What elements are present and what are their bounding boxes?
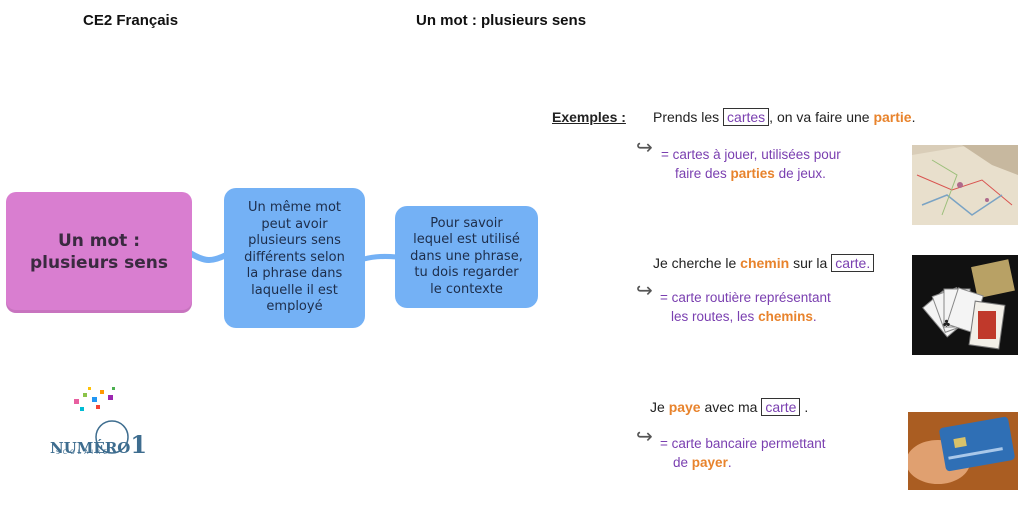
logo-text-scolaire: SCOLAIRE (56, 449, 111, 456)
example1-text: , on va faire une (769, 109, 870, 125)
context-bubble: Pour savoir lequel est utilisé dans une … (395, 206, 538, 308)
def-line: . (812, 309, 817, 324)
logo-confetti-icon (74, 387, 129, 454)
def-line: carte routière représentant (671, 290, 831, 305)
bubble1-line: plusieurs sens (248, 233, 341, 249)
connector-main-bubble1 (188, 250, 228, 263)
bank-card-photo (908, 412, 1018, 490)
def-line: les routes, les (671, 309, 755, 324)
example1-keyword: cartes (723, 108, 770, 126)
page-title: Un mot : plusieurs sens (416, 12, 587, 29)
bubble1-line: laquelle il est (251, 282, 338, 298)
example1-end: . (911, 109, 916, 125)
playing-cards-photo: ♣ (912, 255, 1018, 355)
bubble2-line: le contexte (430, 281, 503, 297)
bubble1-line: différents selon (244, 249, 345, 265)
bubble1-line: peut avoir (261, 216, 328, 232)
def-line: . (727, 455, 732, 470)
example3-definition: = carte bancaire permettant de payer. (660, 434, 825, 472)
examples-label: Exemples : (552, 109, 626, 125)
bubble1-line: Un même mot (247, 200, 342, 216)
example3-end: . (804, 399, 809, 415)
bubble1-line: la phrase dans (246, 266, 343, 282)
map-photo (912, 145, 1018, 225)
example3-sentence: Je paye avec ma carte . (650, 398, 809, 416)
example2-definition: = carte routière représentant les routes… (660, 288, 831, 326)
svg-text:♣: ♣ (942, 319, 951, 330)
example3-highlight: paye (668, 399, 701, 415)
main-node-line1: Un mot : (57, 231, 141, 251)
def-line: de (673, 455, 689, 470)
bubble1-line: employé (266, 299, 323, 315)
curved-return-arrow-icon: ↪ (636, 426, 653, 448)
example1-definition: = cartes à jouer, utilisées pour faire d… (661, 145, 841, 183)
curved-return-arrow-icon: ↪ (636, 137, 653, 159)
example2-text: Je cherche le (653, 255, 737, 271)
def-line: de jeux. (778, 166, 826, 181)
def-prefix: = (661, 147, 673, 162)
def-highlight: chemins (758, 309, 813, 324)
bubble2-line: lequel est utilisé (413, 232, 520, 248)
main-node-line2: plusieurs sens (30, 253, 168, 273)
def-highlight: payer (691, 455, 728, 470)
subject-title: CE2 Français (83, 12, 179, 29)
example1-text: Prends les (653, 109, 720, 125)
bubble2-line: dans une phrase, (410, 248, 523, 264)
example3-text: Je (650, 399, 665, 415)
example2-sentence: Je cherche le chemin sur la carte. (653, 254, 875, 272)
def-prefix: = (660, 290, 672, 305)
definition-bubble: Un même mot peut avoir plusieurs sens di… (224, 188, 365, 328)
def-line: faire des (675, 166, 727, 181)
def-highlight: parties (730, 166, 775, 181)
example1-highlight: partie (873, 109, 912, 125)
bubble2-line: tu dois regarder (414, 265, 519, 281)
bubble2-line: Pour savoir (430, 215, 503, 231)
def-line: carte bancaire permettant (671, 436, 826, 451)
example3-keyword: carte (761, 398, 801, 416)
curved-return-arrow-icon: ↪ (636, 280, 653, 302)
example2-text: sur la (793, 255, 828, 271)
example3-text: avec ma (704, 399, 758, 415)
def-prefix: = (660, 436, 672, 451)
main-node (6, 192, 192, 313)
example2-keyword: carte. (831, 254, 875, 272)
example1-sentence: Prends les cartes, on va faire une parti… (653, 108, 916, 126)
def-line: cartes à jouer, utilisées pour (672, 147, 841, 162)
numero1-logo: NUMÉRO1 SCOLAIRE (50, 385, 147, 460)
connector-bubble1-bubble2 (363, 253, 398, 262)
example2-highlight: chemin (740, 255, 790, 271)
logo-text-numero: NUMÉRO (50, 439, 131, 457)
main-node-text: Un mot : plusieurs sens (6, 230, 192, 274)
logo-text-one: 1 (130, 430, 148, 459)
